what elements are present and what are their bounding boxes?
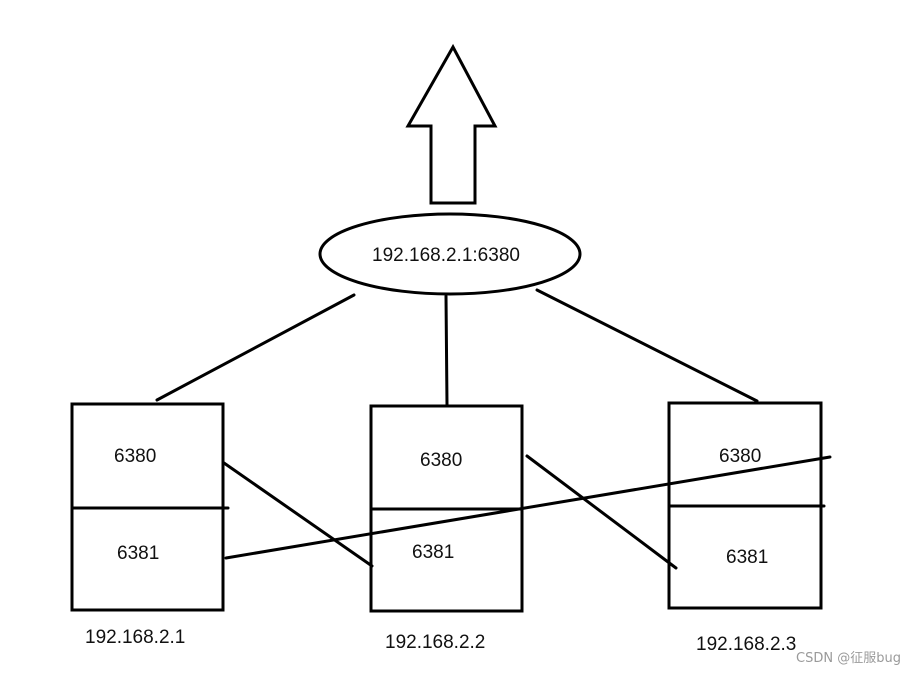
host-1: 6380 6381 192.168.2.1 <box>70 402 230 648</box>
vip-to-host-2-line <box>444 294 449 407</box>
host-2-master-port: 6380 <box>420 450 462 471</box>
watermark-text: CSDN @征服bug <box>796 651 901 666</box>
replication-line-host3-master-to-host1-replica <box>224 455 832 560</box>
host-1-master-port: 6380 <box>114 446 156 467</box>
replication-line-host1-master-to-host2-replica <box>222 461 374 568</box>
vip-label: 192.168.2.1:6380 <box>372 245 520 266</box>
host-3-replica-port: 6381 <box>726 547 768 568</box>
host-1-ip: 192.168.2.1 <box>85 627 185 648</box>
host-3: 6380 6381 192.168.2.3 <box>667 401 826 655</box>
host-3-master-port: 6380 <box>719 446 761 467</box>
vip-to-host-1-line <box>155 293 356 402</box>
host-2-ip: 192.168.2.2 <box>385 632 485 653</box>
up-arrow-icon <box>405 43 498 205</box>
replication-line-host2-master-to-host3-replica <box>525 454 678 570</box>
host-2-replica-port: 6381 <box>412 542 454 563</box>
host-1-replica-port: 6381 <box>117 543 159 564</box>
vip-node <box>318 212 582 296</box>
vip-to-host-3-line <box>535 288 759 403</box>
host-3-ip: 192.168.2.3 <box>696 634 796 655</box>
